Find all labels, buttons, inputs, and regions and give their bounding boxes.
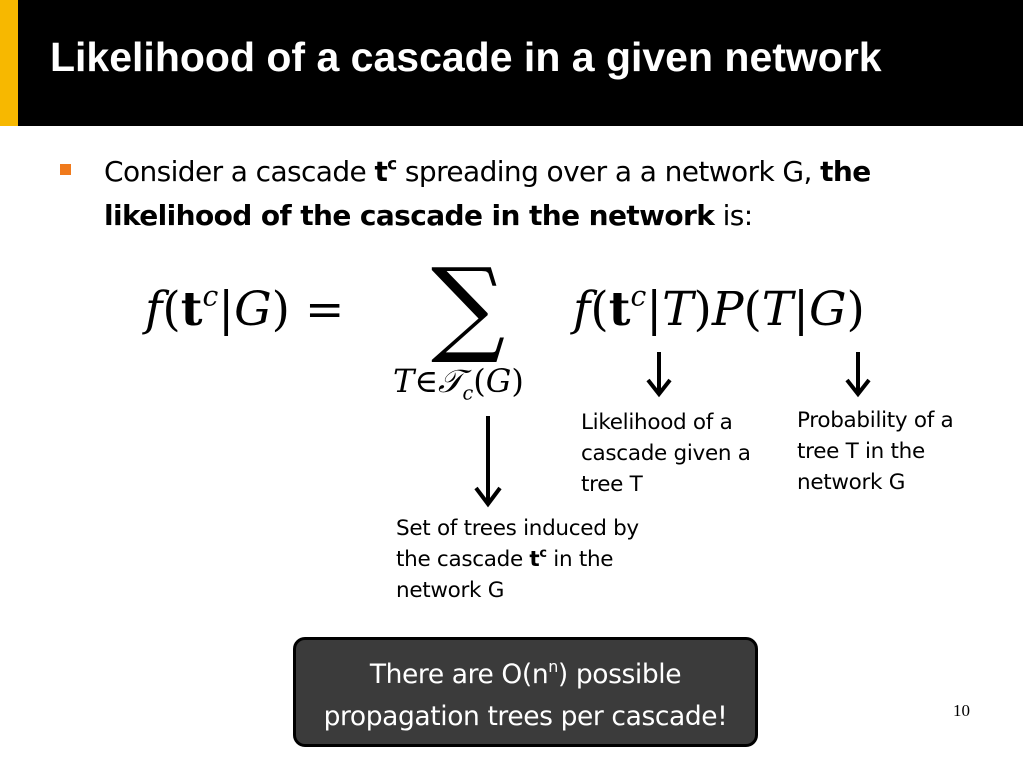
- formula-symbol: t: [608, 282, 631, 337]
- formula-symbol: ∈: [414, 362, 439, 400]
- arrow-down-icon: [474, 416, 502, 508]
- formula-symbol: f: [145, 282, 163, 337]
- bullet-text: Consider a cascade tc spreading over a a…: [104, 150, 994, 238]
- cascade-superscript: c: [387, 153, 397, 174]
- formula-symbol: G: [234, 282, 272, 337]
- callout-box: There are O(nn) possible propagation tre…: [293, 637, 758, 747]
- annotation-likelihood: Likelihood of a cascade given a tree T: [581, 410, 751, 497]
- formula-symbol: G: [808, 282, 847, 337]
- callout-superscript: n: [548, 656, 558, 676]
- formula-symbol: 𝒯: [438, 362, 463, 400]
- bullet-text-part: spreading over a a network G,: [396, 155, 821, 188]
- formula-symbol: P: [711, 282, 744, 337]
- annotation-text-part: in the network G: [396, 547, 614, 603]
- bullet-text-part: Consider a cascade: [104, 155, 375, 188]
- formula-symbol: t: [180, 282, 203, 337]
- callout-text: There are O(nn) possible propagation tre…: [296, 654, 755, 738]
- cascade-superscript: c: [539, 545, 547, 561]
- formula-rhs: f(tc|T)P(T|G): [573, 279, 865, 337]
- formula-symbol: c: [202, 279, 219, 313]
- bullet-square-icon: [60, 164, 71, 175]
- cascade-symbol: t: [374, 155, 388, 188]
- formula-lhs: f(tc|G) =: [145, 279, 345, 337]
- callout-text-part: ) possible propagation trees per cascade…: [323, 659, 728, 732]
- title-bar: Likelihood of a cascade in a given netwo…: [0, 0, 1023, 126]
- cascade-symbol: t: [529, 547, 540, 572]
- formula-equals: =: [290, 282, 345, 337]
- title-accent-stripe: [0, 0, 18, 126]
- formula-symbol: G: [485, 362, 512, 400]
- arrow-down-icon: [646, 352, 672, 398]
- annotation-tree-set: Set of trees induced by the cascade tc i…: [396, 513, 646, 606]
- formula-sum-symbol: ∑: [431, 245, 506, 367]
- bullet-text-part: is:: [714, 199, 754, 232]
- formula-symbol: f: [573, 282, 591, 337]
- callout-text-part: There are O(n: [369, 659, 549, 690]
- formula-symbol: T: [761, 282, 794, 337]
- formula-symbol: c: [462, 381, 474, 405]
- arrow-down-icon: [845, 352, 871, 398]
- slide-title: Likelihood of a cascade in a given netwo…: [50, 34, 882, 80]
- bullet-bold-phrase: the likelihood of the cascade in the net…: [104, 155, 871, 232]
- annotation-probability: Probability of a tree T in the network G: [797, 408, 954, 495]
- formula-symbol: T: [662, 282, 694, 337]
- formula-sum-subscript: T∈𝒯c(G): [393, 362, 524, 405]
- slide-number: 10: [953, 701, 970, 720]
- formula-symbol: c: [630, 279, 647, 313]
- formula-symbol: T: [393, 362, 415, 400]
- annotation-text-part: Set of trees induced by the cascade: [396, 516, 639, 572]
